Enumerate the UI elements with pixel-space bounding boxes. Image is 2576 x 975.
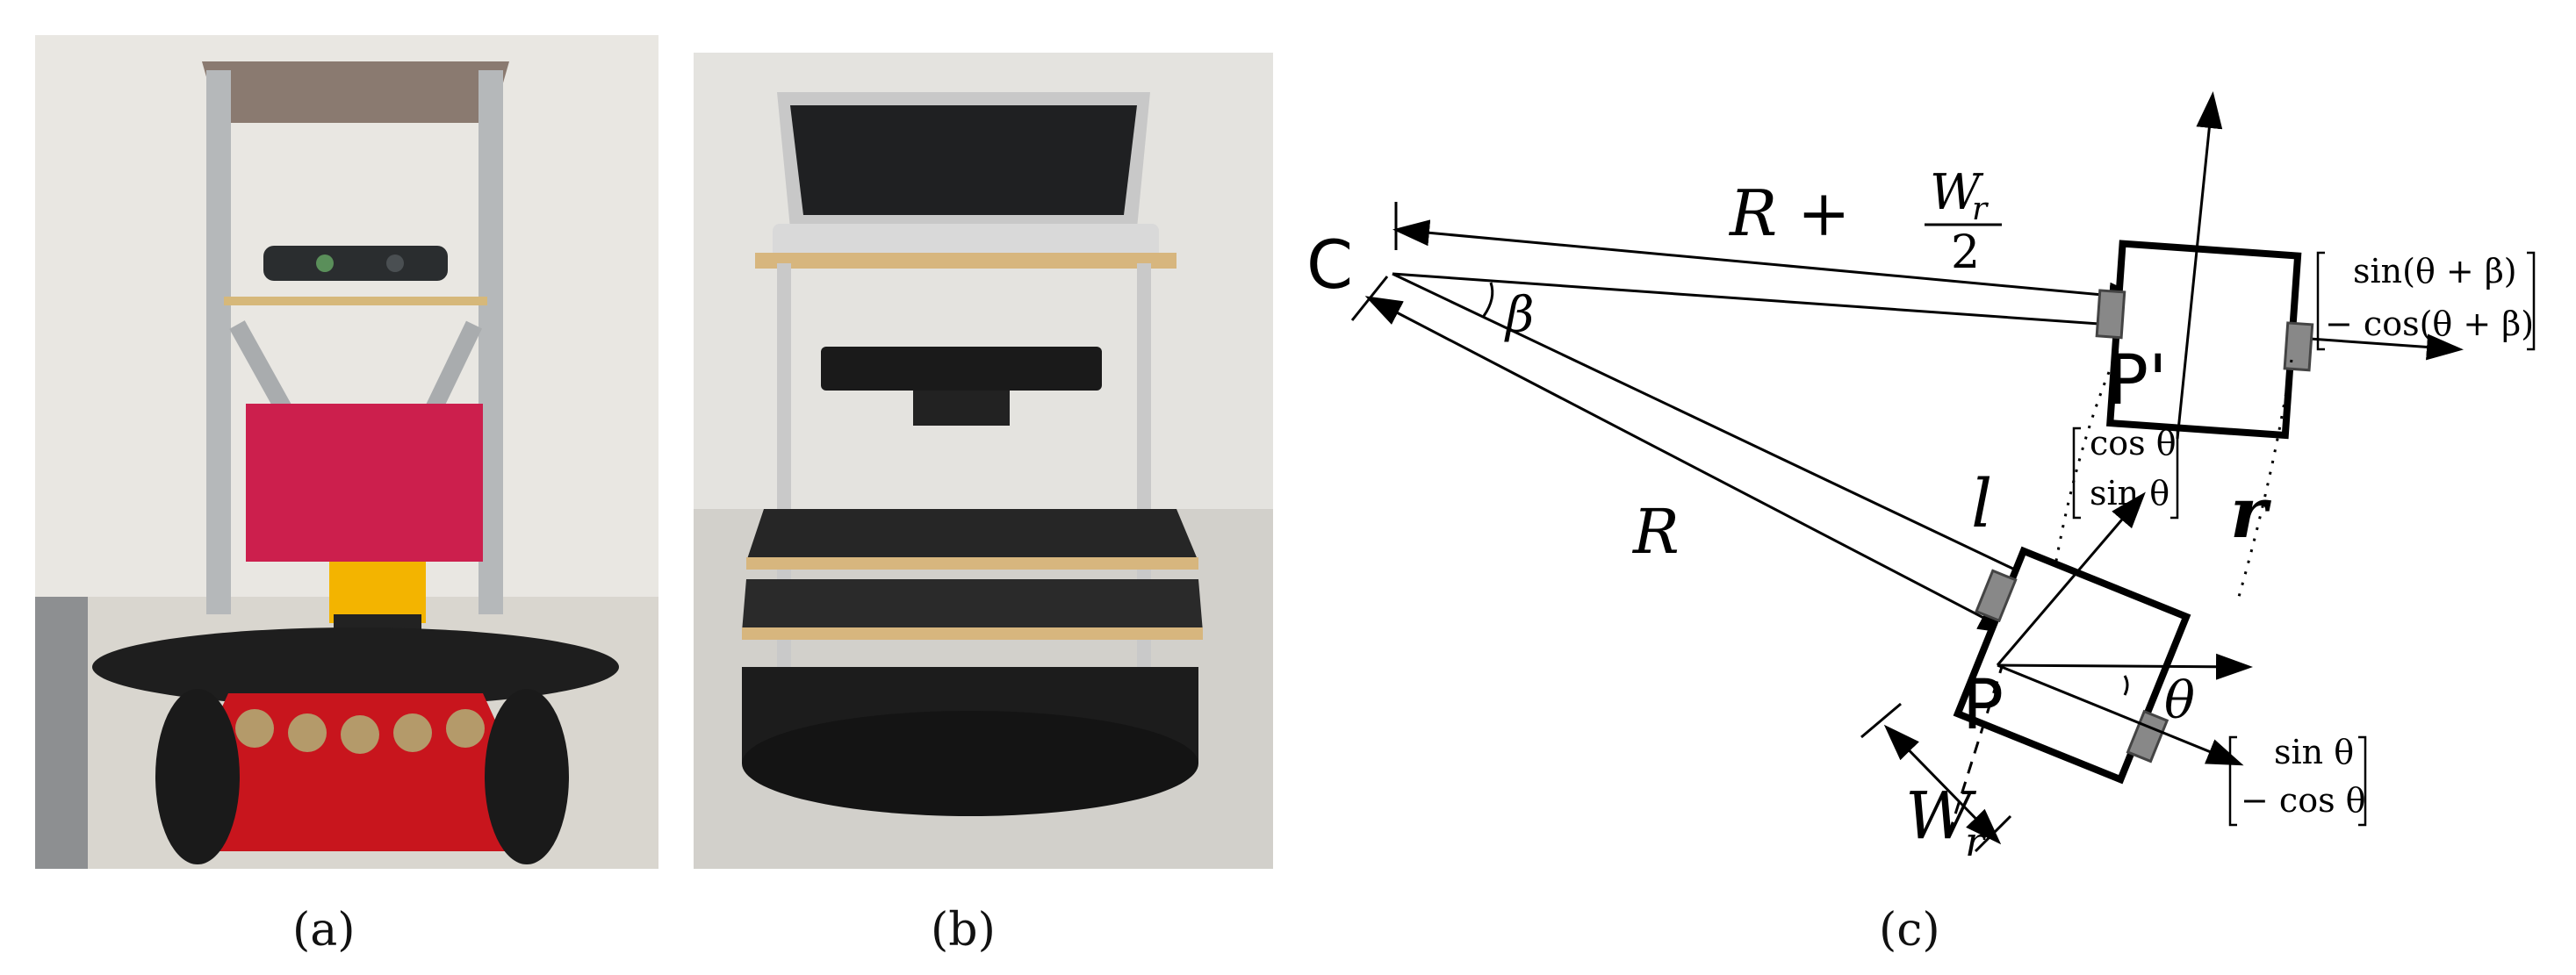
line-C-P bbox=[1392, 272, 2073, 599]
label-theta: θ bbox=[2164, 670, 2195, 730]
vec-heading-1: cos θ bbox=[2090, 424, 2177, 462]
robot-pprime bbox=[2095, 240, 2314, 440]
label-R-plus: R + bbox=[1728, 176, 1850, 250]
vec-heading-2: sin θ bbox=[2090, 474, 2169, 513]
heading-arrow-p bbox=[1996, 491, 2146, 666]
label-W-den: 2 bbox=[1951, 226, 1980, 279]
label-r: r bbox=[2230, 471, 2271, 554]
robot-a-illustration bbox=[35, 35, 658, 869]
label-W-num-sub: r bbox=[1972, 191, 1989, 227]
bracket-heading-left bbox=[2072, 427, 2081, 520]
kinematics-diagram: C R + W r 2 β R P' l r cos bbox=[1299, 0, 2576, 878]
x-axis-arrow-p bbox=[1997, 653, 2253, 680]
dim-line-top bbox=[1392, 219, 2146, 309]
vec-normal2-2: − cos(θ + β) bbox=[2325, 305, 2534, 343]
arc-theta bbox=[2123, 675, 2129, 696]
width-tick-left bbox=[1860, 702, 1902, 739]
bracket-normal-left bbox=[2228, 735, 2237, 827]
label-Pprime: P' bbox=[2107, 341, 2167, 420]
caption-c: (c) bbox=[1879, 904, 1940, 957]
label-R: R bbox=[1631, 496, 1680, 568]
bracket-normal2-left bbox=[2316, 251, 2325, 351]
vec-normal2-1: sin(θ + β) bbox=[2353, 252, 2517, 290]
axle-centerline bbox=[1947, 666, 2004, 835]
diagram-svg: C R + W r 2 β R P' l r cos bbox=[1306, 91, 2536, 865]
label-W: W bbox=[1905, 778, 1977, 854]
dim-line-R bbox=[1364, 296, 2016, 634]
normal-arrow-p bbox=[1997, 663, 2244, 766]
width-dim-line bbox=[1883, 724, 2002, 845]
label-P: P bbox=[1962, 666, 2004, 745]
label-C: C bbox=[1306, 226, 1353, 304]
robot-photo-b bbox=[694, 53, 1273, 869]
label-beta: β bbox=[1504, 287, 1534, 344]
bracket-normal2-right bbox=[2527, 251, 2536, 351]
heading-arrow-pprime bbox=[2176, 91, 2223, 440]
caption-a: (a) bbox=[292, 904, 356, 957]
label-W-sub: r bbox=[1965, 818, 1987, 865]
bracket-heading-right bbox=[2170, 427, 2179, 520]
vec-normal-1: sin θ bbox=[2274, 733, 2354, 771]
robot-photo-a bbox=[35, 35, 658, 869]
label-l: l bbox=[1971, 464, 1992, 542]
robot-b-illustration bbox=[694, 53, 1273, 869]
arc-beta bbox=[1482, 282, 1494, 317]
vec-normal-2: − cos θ bbox=[2241, 781, 2366, 820]
label-W-num: W bbox=[1930, 164, 1984, 221]
bracket-normal-right bbox=[2358, 735, 2367, 827]
caption-b: (b) bbox=[931, 904, 996, 957]
